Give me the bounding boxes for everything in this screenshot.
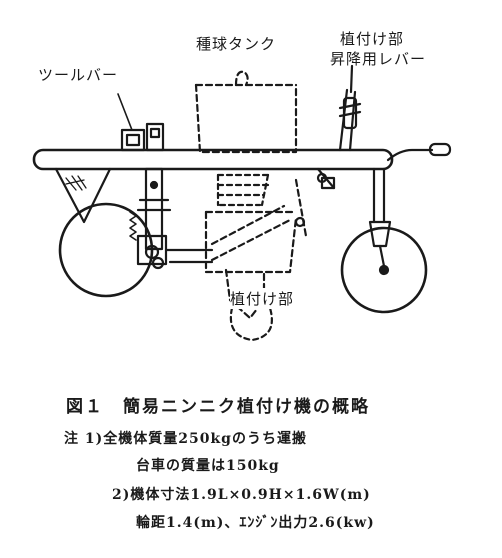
lift-lever	[340, 66, 360, 150]
right-post	[370, 169, 390, 266]
lift-lever-label-line2: 昇降用レバー	[330, 48, 426, 69]
spring	[130, 212, 136, 240]
tow-handle	[388, 150, 432, 160]
seed-tank	[196, 72, 296, 152]
figure-note: 注 1)全機体質量250kgのうち運搬	[64, 428, 307, 448]
seed-tank-label: 種球タンク	[196, 33, 276, 54]
figure-title: 図１ 簡易ニンニク植付け機の概略	[66, 392, 370, 417]
hitch-block	[138, 236, 212, 268]
figure-note: 輪距1.4(m)、ｴﾝｼﾞﾝ出力2.6(kw)	[136, 512, 375, 532]
feed-chute	[218, 175, 268, 205]
left-bracket	[56, 169, 110, 222]
machine-diagram	[0, 0, 502, 380]
figure-note: 台車の質量は150kg	[136, 455, 280, 475]
lift-lever-label-line1: 植付け部	[340, 28, 404, 49]
lever-linkage	[318, 169, 334, 188]
planting-unit-label: 植付け部	[230, 288, 294, 309]
figure-note: 2)機体寸法1.9L×0.9H×1.6W(m)	[112, 484, 371, 504]
toolbar-bracket	[118, 94, 163, 150]
toolbar-label: ツールバー	[38, 64, 118, 85]
